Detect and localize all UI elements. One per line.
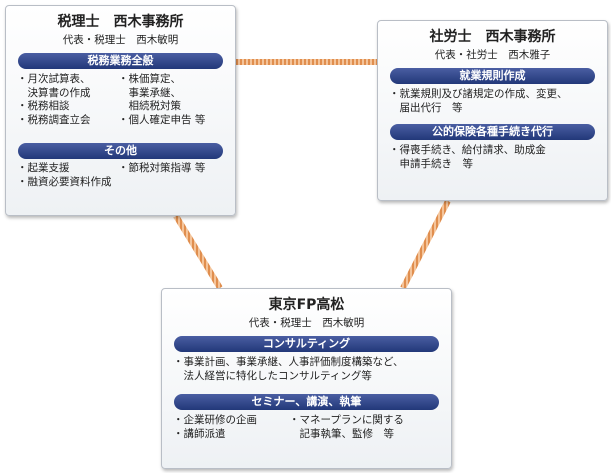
tax-services-heading: 税務業務全般 xyxy=(18,53,223,69)
list-item: ・マネープランに関する 記事執筆、監修 等 xyxy=(289,414,404,440)
list-item: ・株価算定、 事業承継、 相続税対策 xyxy=(118,73,181,112)
list-item: ・起業支援 xyxy=(17,162,70,174)
seminar-heading: セミナー、講演、執筆 xyxy=(174,394,439,410)
tokyo-fp-representative: 代表・税理士 西木敏明 xyxy=(248,317,365,329)
list-item: ・融資必要資料作成 xyxy=(17,176,112,188)
work-rules-heading: 就業規則作成 xyxy=(390,68,595,84)
tax-services-list: ・月次試算表、 決算書の作成 ・株価算定、 事業承継、 相続税対策 ・税務相談 … xyxy=(6,69,235,141)
tax-office-title: 税理士 西木事務所 xyxy=(57,14,184,30)
consulting-list: ・事業計画、事業承継、人事評価制度構築など、 法人経営に特化したコンサルティング… xyxy=(162,352,451,388)
link-labor-to-fp xyxy=(400,199,451,290)
other-services-heading: その他 xyxy=(18,143,223,159)
list-item: ・節税対策指導 等 xyxy=(118,162,206,174)
labor-office-title: 社労士 西木事務所 xyxy=(429,29,556,45)
list-item: ・講師派遣 xyxy=(173,428,226,440)
tax-office-card: 税理士 西木事務所 代表・税理士 西木敏明 税務業務全般 ・月次試算表、 決算書… xyxy=(5,5,236,216)
tokyo-fp-title: 東京FP高松 xyxy=(268,297,345,313)
tax-office-representative: 代表・税理士 西木敏明 xyxy=(62,34,179,46)
list-item: ・月次試算表、 決算書の作成 xyxy=(17,73,91,99)
list-item: ・事業計画、事業承継、人事評価制度構築など、 法人経営に特化したコンサルティング… xyxy=(173,356,404,382)
link-tax-to-fp xyxy=(173,214,223,290)
seminar-list: ・企業研修の企画 ・マネープランに関する 記事執筆、監修 等 ・講師派遣 xyxy=(162,410,451,446)
list-item: ・得喪手続き、給付請求、助成金 申請手続き 等 xyxy=(389,144,546,170)
list-item: ・税務調査立会 xyxy=(17,114,91,126)
insurance-procedures-heading: 公的保険各種手続き代行 xyxy=(390,124,595,140)
labor-office-card: 社労士 西木事務所 代表・社労士 西木雅子 就業規則作成 ・就業規則及び諸規定の… xyxy=(377,20,608,201)
insurance-procedures-list: ・得喪手続き、給付請求、助成金 申請手続き 等 xyxy=(378,140,607,174)
tokyo-fp-card: 東京FP高松 代表・税理士 西木敏明 コンサルティング ・事業計画、事業承継、人… xyxy=(161,288,452,469)
list-item: ・個人確定申告 等 xyxy=(118,114,206,126)
consulting-heading: コンサルティング xyxy=(174,336,439,352)
list-item: ・就業規則及び諸規定の作成、変更、 届出代行 等 xyxy=(389,88,568,114)
labor-office-representative: 代表・社労士 西木雅子 xyxy=(434,49,551,61)
other-services-list: ・起業支援 ・節税対策指導 等 ・融資必要資料作成 xyxy=(6,159,235,193)
list-item: ・企業研修の企画 xyxy=(173,414,257,426)
work-rules-list: ・就業規則及び諸規定の作成、変更、 届出代行 等 xyxy=(378,84,607,120)
list-item: ・税務相談 xyxy=(17,100,70,112)
